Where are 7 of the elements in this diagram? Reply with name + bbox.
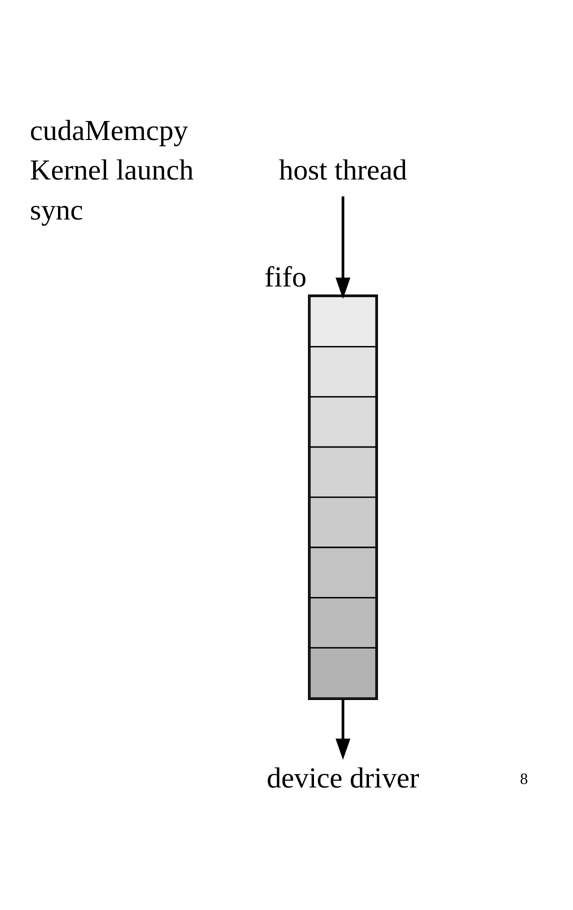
label: Kernel launch — [30, 154, 194, 187]
label: cudaMemcpy — [30, 115, 188, 148]
node-text: host thread — [278, 154, 408, 187]
label: sync — [30, 194, 84, 226]
label: 8 — [520, 771, 528, 788]
node-text: device driver — [266, 762, 420, 794]
node-label: fifo — [264, 262, 306, 294]
